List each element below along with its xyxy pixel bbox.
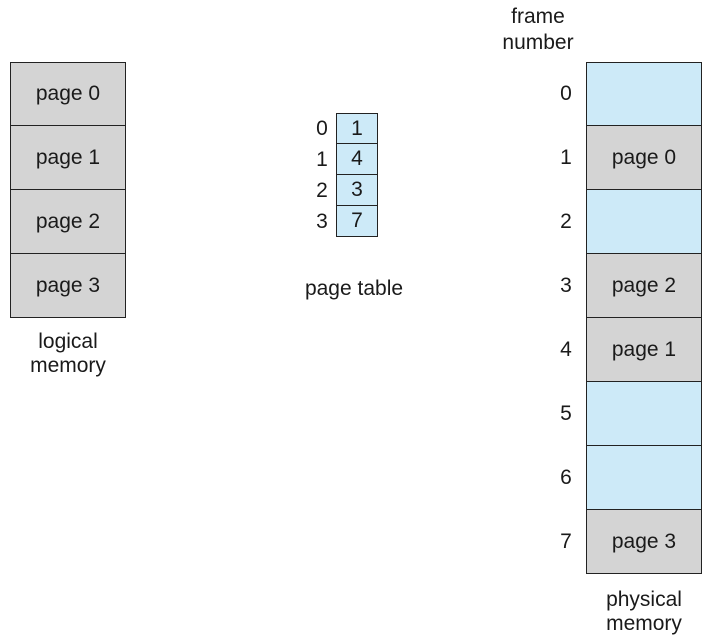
page-table-index-2: 2 xyxy=(316,178,328,202)
physical-memory: 0 1 page 0 2 3 page 2 4 page 1 5 6 7 pag… xyxy=(546,62,702,574)
page-table-row: 1 4 xyxy=(308,144,378,175)
logical-memory-caption: logical memory xyxy=(10,330,126,378)
frame-number-7: 7 xyxy=(560,530,572,553)
logical-page-2: page 2 xyxy=(10,190,126,254)
logical-memory: page 0 page 1 page 2 page 3 logical memo… xyxy=(10,62,126,377)
frame-number-0: 0 xyxy=(560,82,572,105)
page-table-index-3: 3 xyxy=(316,209,328,233)
page-table-index-1: 1 xyxy=(316,147,328,171)
page-table-caption: page table xyxy=(304,277,404,300)
physical-frame-6 xyxy=(586,446,702,510)
logical-memory-caption-line1: logical xyxy=(38,330,98,353)
physical-frame-row: 1 page 0 xyxy=(546,126,702,190)
page-table-entry-3: 7 xyxy=(336,206,378,237)
frame-number-header-line1: frame xyxy=(511,5,565,28)
logical-page-1: page 1 xyxy=(10,126,126,190)
page-table-row: 0 1 xyxy=(308,113,378,144)
page-table-entry-2: 3 xyxy=(336,175,378,206)
page-table-row: 3 7 xyxy=(308,206,378,237)
frame-number-1: 1 xyxy=(560,146,572,169)
frame-number-3: 3 xyxy=(560,274,572,297)
physical-frame-0 xyxy=(586,62,702,126)
frame-number-5: 5 xyxy=(560,402,572,425)
physical-frame-row: 5 xyxy=(546,382,702,446)
logical-page-3: page 3 xyxy=(10,254,126,318)
frame-number-header-line2: number xyxy=(502,31,574,54)
physical-frame-5 xyxy=(586,382,702,446)
logical-page-0: page 0 xyxy=(10,62,126,126)
page-table: 0 1 1 4 2 3 3 7 xyxy=(308,113,378,237)
page-table-index-0: 0 xyxy=(316,116,328,140)
physical-memory-caption-line2: memory xyxy=(606,612,682,635)
physical-frame-row: 2 xyxy=(546,190,702,254)
physical-frame-row: 7 page 3 xyxy=(546,510,702,574)
physical-frame-row: 4 page 1 xyxy=(546,318,702,382)
physical-memory-caption: physical memory xyxy=(586,588,702,636)
physical-frame-3: page 2 xyxy=(586,254,702,318)
frame-number-6: 6 xyxy=(560,466,572,489)
logical-memory-caption-line2: memory xyxy=(30,354,106,377)
physical-memory-caption-line1: physical xyxy=(606,588,682,611)
frame-number-4: 4 xyxy=(560,338,572,361)
page-table-row: 2 3 xyxy=(308,175,378,206)
physical-frame-row: 3 page 2 xyxy=(546,254,702,318)
physical-frame-row: 6 xyxy=(546,446,702,510)
physical-frame-7: page 3 xyxy=(586,510,702,574)
frame-number-header: frame number xyxy=(478,4,598,56)
physical-frame-1: page 0 xyxy=(586,126,702,190)
physical-frame-row: 0 xyxy=(546,62,702,126)
physical-frame-4: page 1 xyxy=(586,318,702,382)
physical-frame-2 xyxy=(586,190,702,254)
frame-number-2: 2 xyxy=(560,210,572,233)
page-table-entry-0: 1 xyxy=(336,113,378,144)
page-table-entry-1: 4 xyxy=(336,144,378,175)
